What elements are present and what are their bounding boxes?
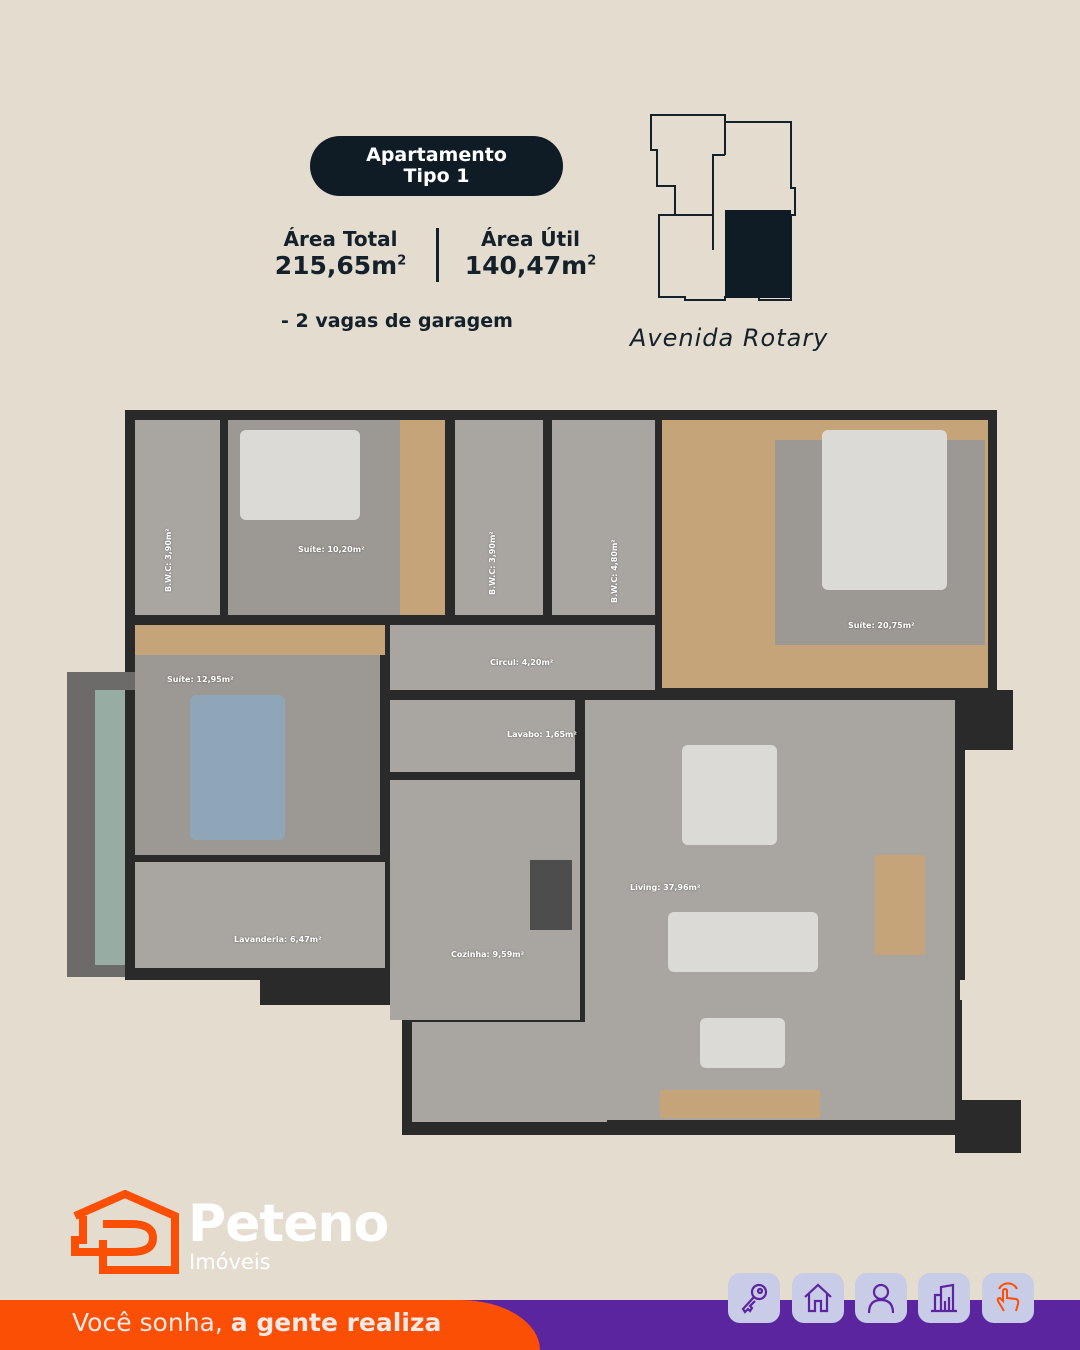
house-icon bbox=[792, 1273, 844, 1323]
label-circulation: Circul: 4,20m² bbox=[490, 658, 554, 667]
hallway bbox=[412, 1022, 607, 1122]
label-kitchen: Cozinha: 9,59m² bbox=[451, 950, 525, 959]
fridge bbox=[530, 860, 572, 930]
brand-subtitle: Imóveis bbox=[189, 1250, 271, 1274]
building-divisions bbox=[675, 122, 726, 250]
street-name: Avenida Rotary bbox=[630, 324, 829, 352]
hand-touch-icon bbox=[982, 1273, 1034, 1323]
building-icon bbox=[918, 1273, 970, 1323]
bed-suite-2 bbox=[190, 695, 285, 840]
wall-block bbox=[955, 1100, 1021, 1153]
key-icon bbox=[728, 1273, 780, 1323]
coffee-table bbox=[700, 1018, 785, 1068]
label-laundry: Lavanderia: 6,47m² bbox=[234, 935, 322, 944]
area-total: Área Total 215,65m2 bbox=[268, 227, 413, 280]
area-util-label: Área Útil bbox=[481, 227, 580, 251]
apartment-type-badge: Apartamento Tipo 1 bbox=[310, 136, 563, 196]
bed bbox=[240, 430, 360, 520]
label-bwc-1: B.W.C: 3,90m² bbox=[164, 528, 173, 592]
slogan-regular: Você sonha, bbox=[72, 1308, 223, 1337]
slogan-bold: a gente realiza bbox=[230, 1308, 442, 1337]
wood-floor bbox=[400, 420, 445, 615]
room-bwc-2 bbox=[455, 420, 543, 615]
label-suite-1: Suíte: 10,20m² bbox=[298, 545, 365, 554]
dining-table bbox=[682, 745, 777, 845]
title-line1: Apartamento bbox=[366, 144, 507, 166]
slogan: Você sonha, a gente realiza bbox=[72, 1308, 441, 1337]
label-bwc-3: B.W.C: 4,80m² bbox=[610, 539, 619, 603]
title-line2: Tipo 1 bbox=[403, 165, 470, 187]
floor-plan: B.W.C: 3,90m² Suíte: 10,20m² B.W.C: 3,90… bbox=[67, 410, 1021, 1153]
building-location-map bbox=[650, 114, 796, 301]
room-circulation bbox=[390, 625, 655, 690]
area-util-value-wrap: 140,47m2 bbox=[458, 251, 603, 280]
area-total-value: 215,65m bbox=[274, 251, 398, 280]
unit-sup: 2 bbox=[397, 253, 407, 269]
area-divider bbox=[436, 228, 439, 282]
unit-sup: 2 bbox=[587, 253, 597, 269]
area-total-label: Área Total bbox=[283, 227, 398, 251]
area-util: Área Útil 140,47m2 bbox=[458, 227, 603, 280]
label-living: Living: 37,96m² bbox=[630, 883, 701, 892]
room-bwc-3 bbox=[552, 420, 655, 615]
brand-name: Peteno bbox=[188, 1194, 389, 1254]
room-bwc-1 bbox=[135, 420, 220, 615]
area-total-value-wrap: 215,65m2 bbox=[268, 251, 413, 280]
side-table bbox=[875, 855, 925, 955]
label-lavabo: Lavabo: 1,65m² bbox=[507, 730, 577, 739]
label-suite-2: Suíte: 12,95m² bbox=[167, 675, 234, 684]
room-lavabo bbox=[390, 700, 575, 772]
highlighted-unit bbox=[725, 210, 791, 298]
sofa bbox=[668, 912, 818, 972]
brand-logo-icon bbox=[71, 1190, 179, 1274]
tv-console bbox=[660, 1090, 820, 1118]
footer-orange-shape bbox=[0, 1300, 540, 1350]
person-icon bbox=[855, 1273, 907, 1323]
bed-master bbox=[822, 430, 947, 590]
room-laundry bbox=[135, 862, 385, 968]
label-bwc-2: B.W.C: 3,90m² bbox=[488, 531, 497, 595]
label-suite-master: Suíte: 20,75m² bbox=[848, 621, 915, 630]
garage-info: - 2 vagas de garagem bbox=[281, 310, 513, 332]
area-util-value: 140,47m bbox=[464, 251, 588, 280]
wood-floor bbox=[135, 625, 385, 655]
